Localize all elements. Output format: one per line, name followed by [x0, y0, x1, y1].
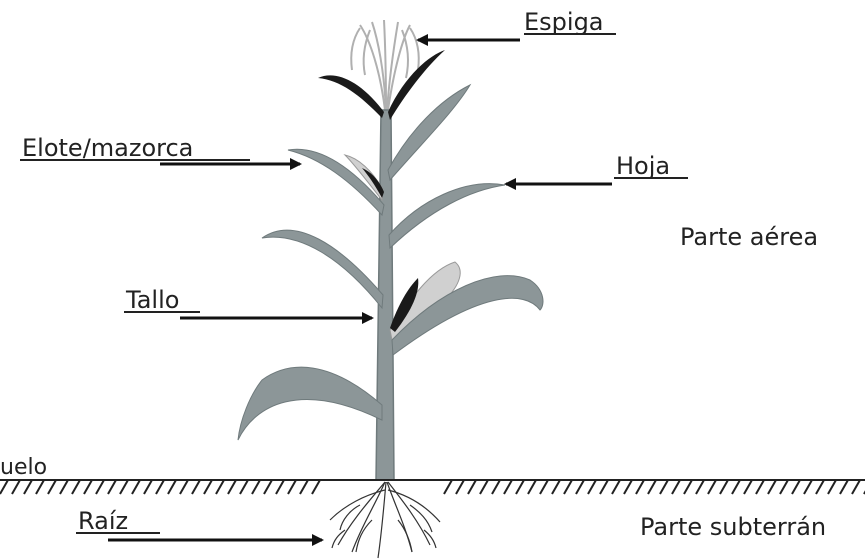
ground-hatch-mark [36, 480, 44, 494]
ground-hatch-mark [168, 480, 176, 494]
ground-hatch-mark [684, 480, 692, 494]
ground-hatch-mark [588, 480, 596, 494]
ground-hatch-mark [756, 480, 764, 494]
ground-hatch-mark [816, 480, 824, 494]
ground-hatch-mark [840, 480, 848, 494]
ground-hatch-mark [240, 480, 248, 494]
ground-hatch-mark [708, 480, 716, 494]
label-parte-aerea: Parte aérea [680, 223, 818, 251]
leaf-mid-left [262, 230, 383, 308]
ground-hatch-mark [528, 480, 536, 494]
ground-hatch-mark [744, 480, 752, 494]
ground-hatch-mark [648, 480, 656, 494]
ground-hatch-mark [48, 480, 56, 494]
ground-line [0, 480, 865, 494]
ground-hatch-mark [216, 480, 224, 494]
ground-hatch-mark [768, 480, 776, 494]
ground-hatch-mark [456, 480, 464, 494]
ground-hatch-mark [72, 480, 80, 494]
ground-hatch-mark [288, 480, 296, 494]
ground-hatch-mark [732, 480, 740, 494]
ground-hatch-mark [828, 480, 836, 494]
ground-hatch-mark [264, 480, 272, 494]
ground-hatch-mark [696, 480, 704, 494]
label-espiga: Espiga [524, 8, 604, 36]
label-underlines [20, 34, 688, 533]
ground-hatch-mark [468, 480, 476, 494]
ground-hatch-mark [600, 480, 608, 494]
ground-hatch-mark [96, 480, 104, 494]
ground-hatch-mark [792, 480, 800, 494]
ground-hatch-mark [516, 480, 524, 494]
ground-hatch-mark [180, 480, 188, 494]
ground-hatch-mark [552, 480, 560, 494]
ground-hatch-mark [312, 480, 320, 494]
label-hoja: Hoja [616, 152, 670, 180]
ground-hatch-mark [636, 480, 644, 494]
ground-hatch-mark [228, 480, 236, 494]
ground-hatch-mark [276, 480, 284, 494]
ground-hatch-mark [672, 480, 680, 494]
ground-hatch-mark [480, 480, 488, 494]
label-parte-subterranea: Parte subterrán [640, 513, 826, 541]
ground-hatch-mark [252, 480, 260, 494]
ground-hatch-mark [444, 480, 452, 494]
label-raiz: Raíz [78, 507, 128, 535]
ground-hatch-mark [612, 480, 620, 494]
ground-hatch-mark [576, 480, 584, 494]
ground-hatch-mark [492, 480, 500, 494]
label-suelo: uelo [0, 455, 47, 480]
ground-hatch-mark [804, 480, 812, 494]
ground-hatch-mark [60, 480, 68, 494]
leaf-hoja [389, 184, 505, 248]
ground-hatch-mark [144, 480, 152, 494]
ground-hatch-mark [540, 480, 548, 494]
ground-hatch-mark [300, 480, 308, 494]
ground-hatch-mark [720, 480, 728, 494]
ground-hatch-mark [204, 480, 212, 494]
ground-hatch-mark [24, 480, 32, 494]
label-tallo: Tallo [125, 286, 179, 314]
roots-illustration [330, 482, 440, 558]
ground-hatch-mark [852, 480, 860, 494]
ground-hatch-mark [120, 480, 128, 494]
ground-hatch-mark [0, 480, 8, 494]
leaf-lower-left [238, 367, 382, 440]
ground-hatch-mark [108, 480, 116, 494]
ground-hatch-mark [132, 480, 140, 494]
ground-hatch-mark [780, 480, 788, 494]
ground-hatch-mark [504, 480, 512, 494]
ground-hatch-mark [192, 480, 200, 494]
ground-hatch-mark [624, 480, 632, 494]
top-leaf-left [318, 75, 384, 118]
ground-hatch-mark [564, 480, 572, 494]
ground-hatch-mark [84, 480, 92, 494]
ground-hatch-mark [660, 480, 668, 494]
ground-hatch-mark [12, 480, 20, 494]
ground-hatch-mark [156, 480, 164, 494]
label-elote: Elote/mazorca [22, 134, 193, 162]
